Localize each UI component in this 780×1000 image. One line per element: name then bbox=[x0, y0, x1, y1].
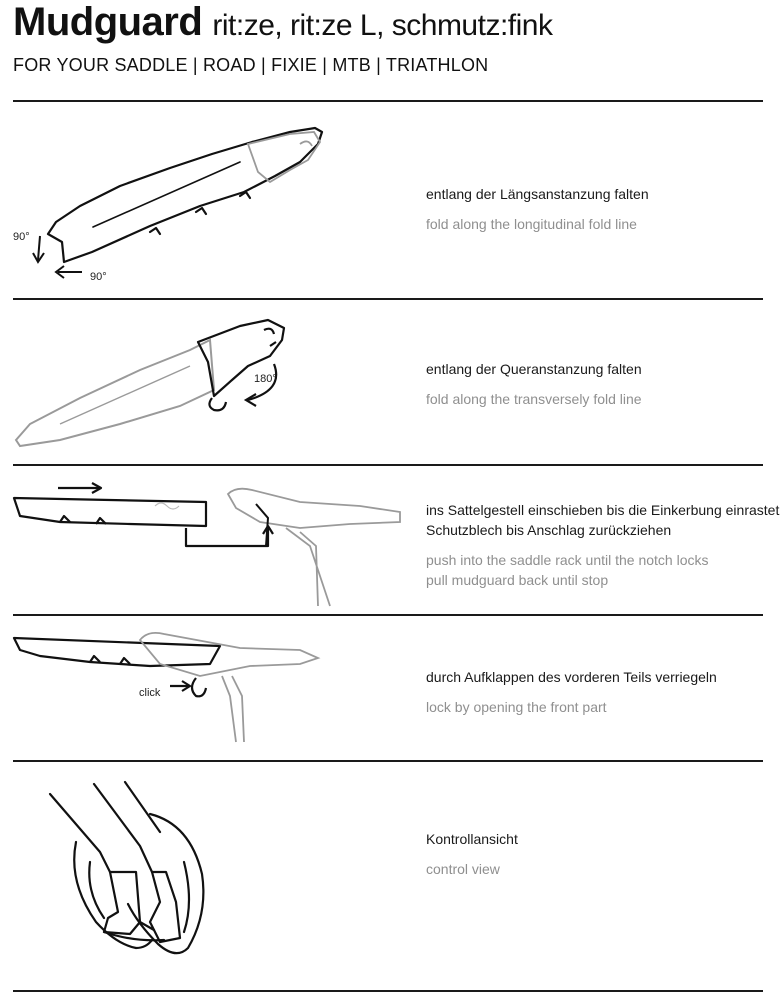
angle-label: 180° bbox=[254, 373, 277, 385]
instruction-de: entlang der Längsanstanzung falten bbox=[426, 186, 649, 202]
instruction-en: fold along the transversely fold line bbox=[426, 391, 642, 407]
step-text: durch Aufklappen des vorderen Teils verr… bbox=[426, 667, 717, 717]
title-models: rit:ze, rit:ze L, schmutz:fink bbox=[212, 9, 553, 42]
divider bbox=[13, 760, 763, 762]
step-text: Kontrollansicht control view bbox=[426, 829, 518, 879]
page-subtitle: FOR YOUR SADDLE | ROAD | FIXIE | MTB | T… bbox=[13, 55, 489, 75]
instruction-en: push into the saddle rack until the notc… bbox=[426, 552, 709, 568]
step-5: Kontrollansicht control view bbox=[0, 762, 780, 990]
instruction-de: Schutzblech bis Anschlag zurückziehen bbox=[426, 522, 672, 538]
step-4: click durch Aufklappen des vorderen Teil… bbox=[0, 616, 780, 760]
title-main: Mudguard bbox=[13, 0, 203, 44]
instruction-de: ins Sattelgestell einschieben bis die Ei… bbox=[426, 502, 780, 518]
step-text: entlang der Queranstanzung falten fold a… bbox=[426, 359, 642, 409]
angle-label: 90° bbox=[90, 271, 107, 283]
control-view-illustration bbox=[48, 780, 205, 955]
step-text: entlang der Längsanstanzung falten fold … bbox=[426, 184, 649, 234]
click-label: click bbox=[139, 687, 161, 699]
instruction-en: pull mudguard back until stop bbox=[426, 572, 609, 588]
divider bbox=[13, 464, 763, 466]
instruction-en: lock by opening the front part bbox=[426, 699, 607, 715]
step-2: 180° entlang der Queranstanzung falten f… bbox=[0, 300, 780, 464]
lock-front-part-illustration: click bbox=[12, 631, 321, 743]
page-title: Mudguard rit:ze, rit:ze L, schmutz:fink bbox=[13, 0, 553, 45]
fold-longitudinal-illustration: 90° 90° bbox=[13, 126, 324, 283]
fold-transverse-illustration: 180° bbox=[14, 318, 286, 448]
step-3: ins Sattelgestell einschieben bis die Ei… bbox=[0, 466, 780, 614]
insert-into-rack-illustration bbox=[12, 482, 401, 607]
divider bbox=[13, 614, 763, 616]
instruction-de: entlang der Queranstanzung falten bbox=[426, 361, 642, 377]
divider bbox=[13, 298, 763, 300]
instruction-en: control view bbox=[426, 861, 500, 877]
divider bbox=[13, 990, 763, 992]
angle-label: 90° bbox=[13, 231, 30, 243]
instruction-de: Kontrollansicht bbox=[426, 831, 518, 847]
instruction-de: durch Aufklappen des vorderen Teils verr… bbox=[426, 669, 717, 685]
instruction-en: fold along the longitudinal fold line bbox=[426, 216, 637, 232]
step-text: ins Sattelgestell einschieben bis die Ei… bbox=[426, 500, 779, 590]
divider bbox=[13, 100, 763, 102]
step-1: 90° 90° entlang der Längsanstanzung falt… bbox=[0, 102, 780, 298]
